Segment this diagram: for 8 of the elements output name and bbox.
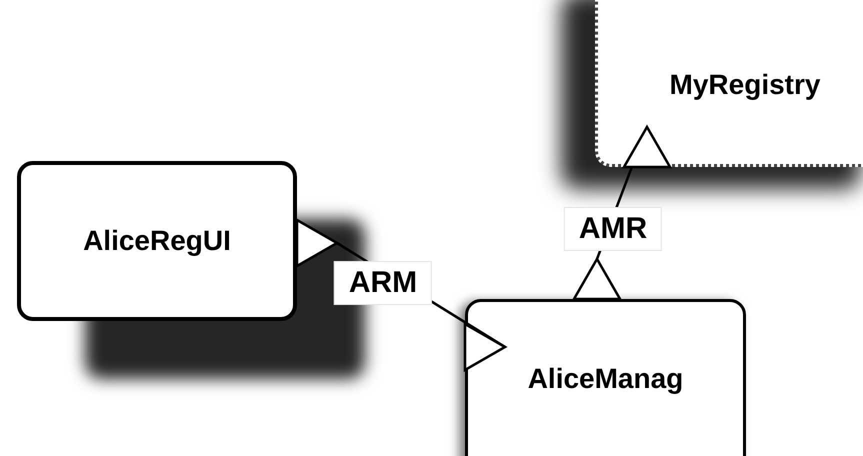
edge-label: AMR bbox=[564, 207, 662, 251]
class-box bbox=[465, 299, 746, 456]
class-box bbox=[17, 161, 297, 321]
class-name: AliceRegUI bbox=[83, 225, 231, 257]
class-name: MyRegistry bbox=[670, 68, 820, 100]
edge-label: ARM bbox=[334, 261, 432, 305]
class-box bbox=[595, 0, 863, 167]
class-name: AliceManag bbox=[528, 363, 684, 395]
